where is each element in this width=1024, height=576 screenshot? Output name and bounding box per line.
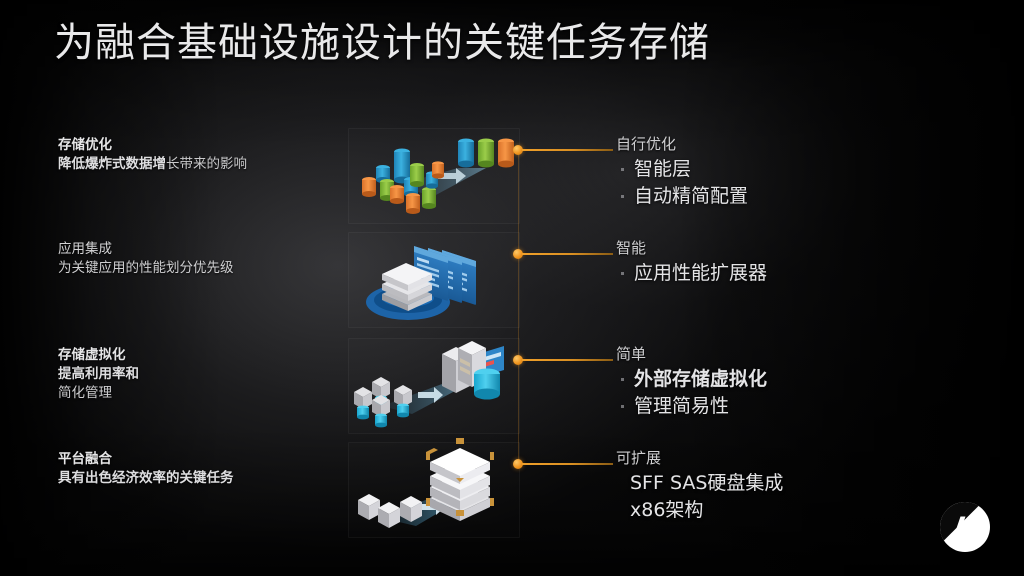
connector-dot-icon xyxy=(513,145,523,155)
row-right-list: 外部存储虚拟化 管理简易性 xyxy=(616,366,996,420)
bullet-icon xyxy=(621,378,624,381)
row-right-list: SFF SAS硬盘集成 x86架构 xyxy=(616,470,996,524)
row-left-text: 应用集成 为关键应用的性能划分优先级 xyxy=(58,240,348,278)
connector-stroke xyxy=(522,463,613,465)
list-item: SFF SAS硬盘集成 xyxy=(616,470,996,497)
connector-line xyxy=(513,354,613,366)
row-right-heading: 自行优化 xyxy=(616,135,677,153)
row-left-subtext-tail: 简化管理 xyxy=(58,385,112,401)
row-right-heading: 智能 xyxy=(616,239,647,257)
row-right-text: 可扩展 SFF SAS硬盘集成 x86架构 xyxy=(616,448,996,524)
row-left-subtext: 降低爆炸式数据增长带来的影响 xyxy=(58,155,348,174)
list-item: 外部存储虚拟化 xyxy=(616,366,996,393)
row-left-heading: 平台融合 xyxy=(58,451,112,467)
row-right-heading: 可扩展 xyxy=(616,449,662,467)
row-right-list: 应用性能扩展器 xyxy=(616,260,996,287)
row-left-subtext: 具有出色经济效率的关键任务 xyxy=(58,470,234,486)
connector-dot-icon xyxy=(513,459,523,469)
bullet-icon xyxy=(621,405,624,408)
row-left-text: 平台融合 具有出色经济效率的关键任务 xyxy=(58,450,348,488)
illustration-server-stack-app-windows xyxy=(346,228,526,328)
row-left-heading: 存储优化 xyxy=(58,137,112,153)
row-left-subtext-main: 为关键应用的性能划分优先级 xyxy=(58,260,234,276)
bullet-icon xyxy=(621,272,624,275)
row-left-subtext: 为关键应用的性能划分优先级 xyxy=(58,259,348,278)
connector-line xyxy=(513,458,613,470)
illustration-panel xyxy=(348,232,520,328)
list-item-label: 应用性能扩展器 xyxy=(634,262,768,284)
row-right-text: 简单 外部存储虚拟化 管理简易性 xyxy=(616,344,996,420)
content-row: 存储优化 降低爆炸式数据增长带来的影响 xyxy=(0,128,1024,228)
hp-logo xyxy=(938,500,992,554)
bullet-icon xyxy=(621,168,624,171)
connector-line xyxy=(513,144,613,156)
row-right-text: 自行优化 智能层 自动精简配置 xyxy=(616,134,996,210)
list-item-label: 自动精简配置 xyxy=(634,185,749,207)
list-item: 应用性能扩展器 xyxy=(616,260,996,287)
row-left-heading: 存储虚拟化 xyxy=(58,347,126,363)
illustration-panel xyxy=(348,338,520,434)
content-row: 存储虚拟化 提高利用率和 简化管理 xyxy=(0,338,1024,438)
list-item: 管理简易性 xyxy=(616,393,996,420)
row-left-subtext: 提高利用率和 xyxy=(58,366,139,382)
list-item-label: 管理简易性 xyxy=(634,395,730,417)
illustration-storage-virtualization-nodes xyxy=(346,334,526,434)
list-item-label: 外部存储虚拟化 xyxy=(634,368,768,390)
bullet-icon xyxy=(621,195,624,198)
connector-dot-icon xyxy=(513,249,523,259)
illustration-converged-platform-stack xyxy=(346,438,526,538)
connector-dot-icon xyxy=(513,355,523,365)
row-left-text: 存储优化 降低爆炸式数据增长带来的影响 xyxy=(58,136,348,174)
row-left-heading: 应用集成 xyxy=(58,241,112,257)
list-item: x86架构 xyxy=(616,497,996,524)
list-item: 自动精简配置 xyxy=(616,183,996,210)
row-right-heading: 简单 xyxy=(616,345,647,363)
connector-line xyxy=(513,248,613,260)
row-right-text: 智能 应用性能扩展器 xyxy=(616,238,996,287)
connector-stroke xyxy=(522,253,613,255)
content-row: 平台融合 具有出色经济效率的关键任务 xyxy=(0,438,1024,542)
page-title: 为融合基础设施设计的关键任务存储 xyxy=(54,20,710,66)
row-right-list: 智能层 自动精简配置 xyxy=(616,156,996,210)
connector-spine xyxy=(518,148,519,468)
list-item-label: 智能层 xyxy=(634,158,692,180)
row-left-subtext-tail: 长带来的影响 xyxy=(166,156,247,172)
connector-stroke xyxy=(522,149,613,151)
illustration-consolidation-colored-cylinders xyxy=(346,124,526,224)
illustration-panel xyxy=(348,442,520,538)
row-left-text: 存储虚拟化 提高利用率和 简化管理 xyxy=(58,346,348,403)
list-item-label: SFF SAS硬盘集成 xyxy=(630,472,784,494)
list-item-label: x86架构 xyxy=(630,499,704,521)
content-row: 应用集成 为关键应用的性能划分优先级 xyxy=(0,232,1024,332)
row-left-subtext-main: 降低爆炸式数据增 xyxy=(58,156,166,172)
illustration-panel xyxy=(348,128,520,224)
list-item: 智能层 xyxy=(616,156,996,183)
connector-stroke xyxy=(522,359,613,361)
